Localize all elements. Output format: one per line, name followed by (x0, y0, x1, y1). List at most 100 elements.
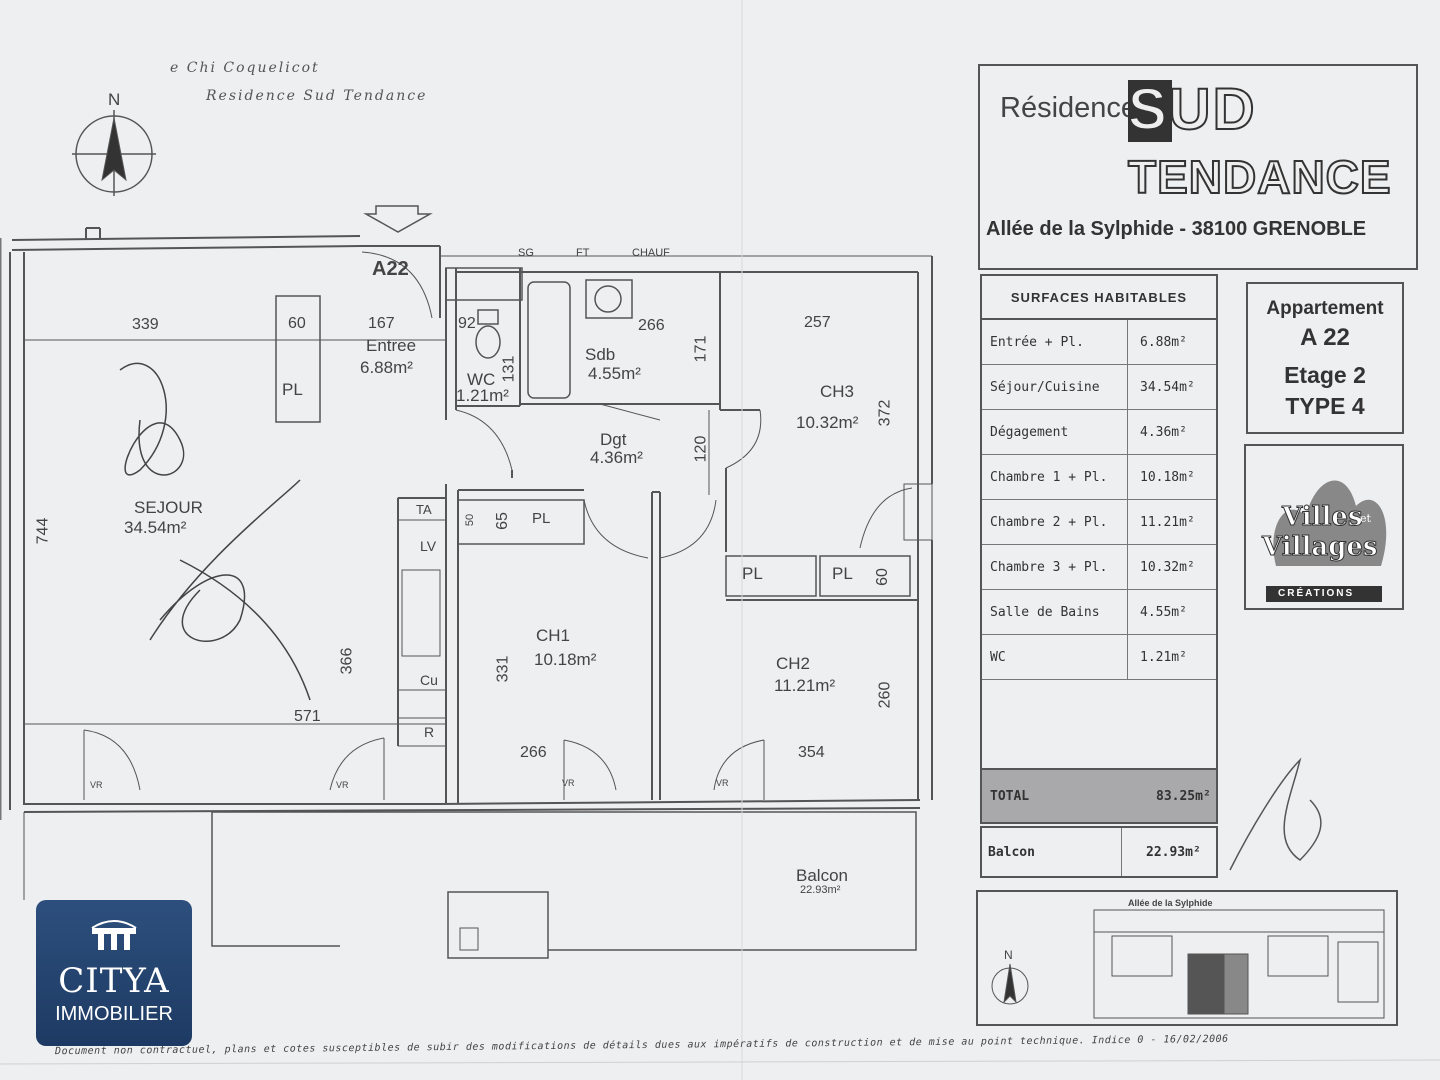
surface-row: Chambre 2 + Pl. 11.21m² (982, 500, 1216, 545)
surface-name: Séjour/Cuisine (982, 365, 1128, 409)
partner-logo-villes: Villes (1282, 502, 1364, 533)
location-map-street: Allée de la Sylphide (1128, 898, 1213, 908)
dimension-366: 366 (338, 647, 356, 675)
dimension-65: 65 (493, 512, 511, 530)
dimension-744: 744 (34, 517, 52, 545)
partner-logo-creations: CRÉATIONS (1278, 588, 1355, 599)
surface-row: WC 1.21m² (982, 635, 1216, 680)
agency-emblem-icon (91, 920, 137, 950)
location-map-box: Allée de la Sylphide N (976, 890, 1398, 1026)
agency-logo: CITYA IMMOBILIER (36, 900, 192, 1046)
fixture-pl-ch1: PL (532, 510, 551, 527)
surface-balcon-value: 22.93m² (1146, 844, 1201, 860)
residence-word: Résidence (1000, 92, 1138, 124)
dimension-92: 92 (458, 315, 476, 332)
surfaces-table-blank-space (982, 680, 1216, 776)
partner-logo-villages: Villages (1262, 532, 1379, 563)
surface-balcon-row: Balcon 22.93m² (980, 826, 1218, 878)
apartment-floor: Etage 2 (1284, 362, 1366, 388)
surface-row: Chambre 3 + Pl. 10.32m² (982, 545, 1216, 590)
agency-sub: IMMOBILIER (55, 1003, 173, 1025)
fixture-vr-4: VR (716, 778, 729, 788)
surface-name: Chambre 2 + Pl. (982, 500, 1128, 544)
surface-name: Dégagement (982, 410, 1128, 454)
surface-total-label: TOTAL (990, 788, 1030, 804)
dimension-331: 331 (494, 655, 512, 683)
room-entree-area: 6.88m² (360, 358, 413, 377)
surface-name: Salle de Bains (982, 590, 1128, 634)
partner-logo-graphic (1266, 480, 1387, 602)
surface-value: 4.36m² (1140, 424, 1187, 440)
handwritten-note-line1: e Chi Coquelicot (170, 60, 320, 76)
room-ch1-area: 10.18m² (534, 650, 597, 669)
service-label-sg: SG (518, 247, 534, 259)
dimension-571: 571 (294, 708, 321, 725)
dimension-257: 257 (804, 314, 831, 331)
surface-name: Chambre 3 + Pl. (982, 545, 1128, 589)
fixture-r: R (424, 724, 435, 740)
fixture-pl-sejour: PL (282, 380, 303, 399)
room-sejour-name: SEJOUR (134, 498, 203, 517)
surface-row: Chambre 1 + Pl. 10.18m² (982, 455, 1216, 500)
room-dgt-area: 4.36m² (590, 448, 643, 467)
brand-line-tendance: TENDANCE (1127, 150, 1392, 204)
dimension-266-bottom: 266 (520, 744, 547, 761)
surface-total-row: TOTAL 83.25m² (980, 768, 1218, 824)
surface-value: 4.55m² (1140, 604, 1187, 620)
surface-value: 11.21m² (1140, 514, 1195, 530)
surface-value: 1.21m² (1140, 649, 1187, 665)
room-sdb-area: 4.55m² (588, 364, 641, 383)
dimension-131: 131 (500, 355, 518, 383)
fixture-cu: Cu (420, 672, 438, 688)
fixture-lv: LV (420, 538, 437, 554)
apartment-entry-label: A22 (372, 258, 409, 280)
room-wc-name: WC (467, 370, 496, 389)
surface-row: Séjour/Cuisine 34.54m² (982, 365, 1216, 410)
surface-name: Chambre 1 + Pl. (982, 455, 1128, 499)
surface-balcon-label: Balcon (982, 828, 1122, 876)
fixture-vr-2: VR (336, 780, 349, 790)
dimension-171: 171 (692, 335, 710, 363)
dimension-372: 372 (876, 399, 894, 427)
dimension-339: 339 (132, 316, 159, 333)
surface-value: 34.54m² (1140, 379, 1195, 395)
location-map-north: N (1004, 948, 1013, 962)
dimension-260: 260 (876, 681, 894, 709)
room-sejour-area: 34.54m² (124, 518, 187, 537)
fixture-vr-1: VR (90, 780, 103, 790)
compass-north-label: N (108, 90, 121, 109)
service-label-ft: FT (576, 247, 590, 259)
room-balcon-name: Balcon (796, 866, 848, 885)
room-ch1-name: CH1 (536, 626, 571, 645)
apartment-type: TYPE 4 (1285, 393, 1365, 419)
room-dgt-name: Dgt (600, 430, 627, 449)
room-sdb-name: Sdb (585, 345, 616, 364)
room-ch3-area: 10.32m² (796, 413, 859, 432)
dimension-60: 60 (288, 315, 306, 332)
room-wc-area: 1.21m² (456, 386, 509, 405)
fixture-vr-3: VR (562, 778, 575, 788)
surface-name: WC (982, 635, 1128, 679)
surface-value: 10.32m² (1140, 559, 1195, 575)
residence-address: Allée de la Sylphide - 38100 GRENOBLE (986, 218, 1367, 240)
surface-row: Dégagement 4.36m² (982, 410, 1216, 455)
apartment-label: Appartement (1266, 298, 1384, 319)
surface-row: Salle de Bains 4.55m² (982, 590, 1216, 635)
fixture-pl-ch2-b: PL (832, 564, 853, 583)
room-balcon-area: 22.93m² (800, 884, 841, 896)
dimension-167: 167 (368, 315, 395, 332)
dimension-120: 120 (692, 435, 710, 463)
partner-logo-box: Villes et Villages CRÉATIONS (1244, 444, 1404, 610)
dimension-354: 354 (798, 744, 825, 761)
surface-value: 10.18m² (1140, 469, 1195, 485)
surface-value: 6.88m² (1140, 334, 1187, 350)
dimension-266-top: 266 (638, 317, 665, 334)
apartment-number: A 22 (1300, 324, 1350, 351)
brand-s-background (1128, 80, 1172, 142)
fixture-pl-ch2-a: PL (742, 564, 763, 583)
room-ch3-name: CH3 (820, 382, 855, 401)
brand-line-sud: SUD (1127, 76, 1257, 143)
room-ch2-name: CH2 (776, 654, 811, 673)
